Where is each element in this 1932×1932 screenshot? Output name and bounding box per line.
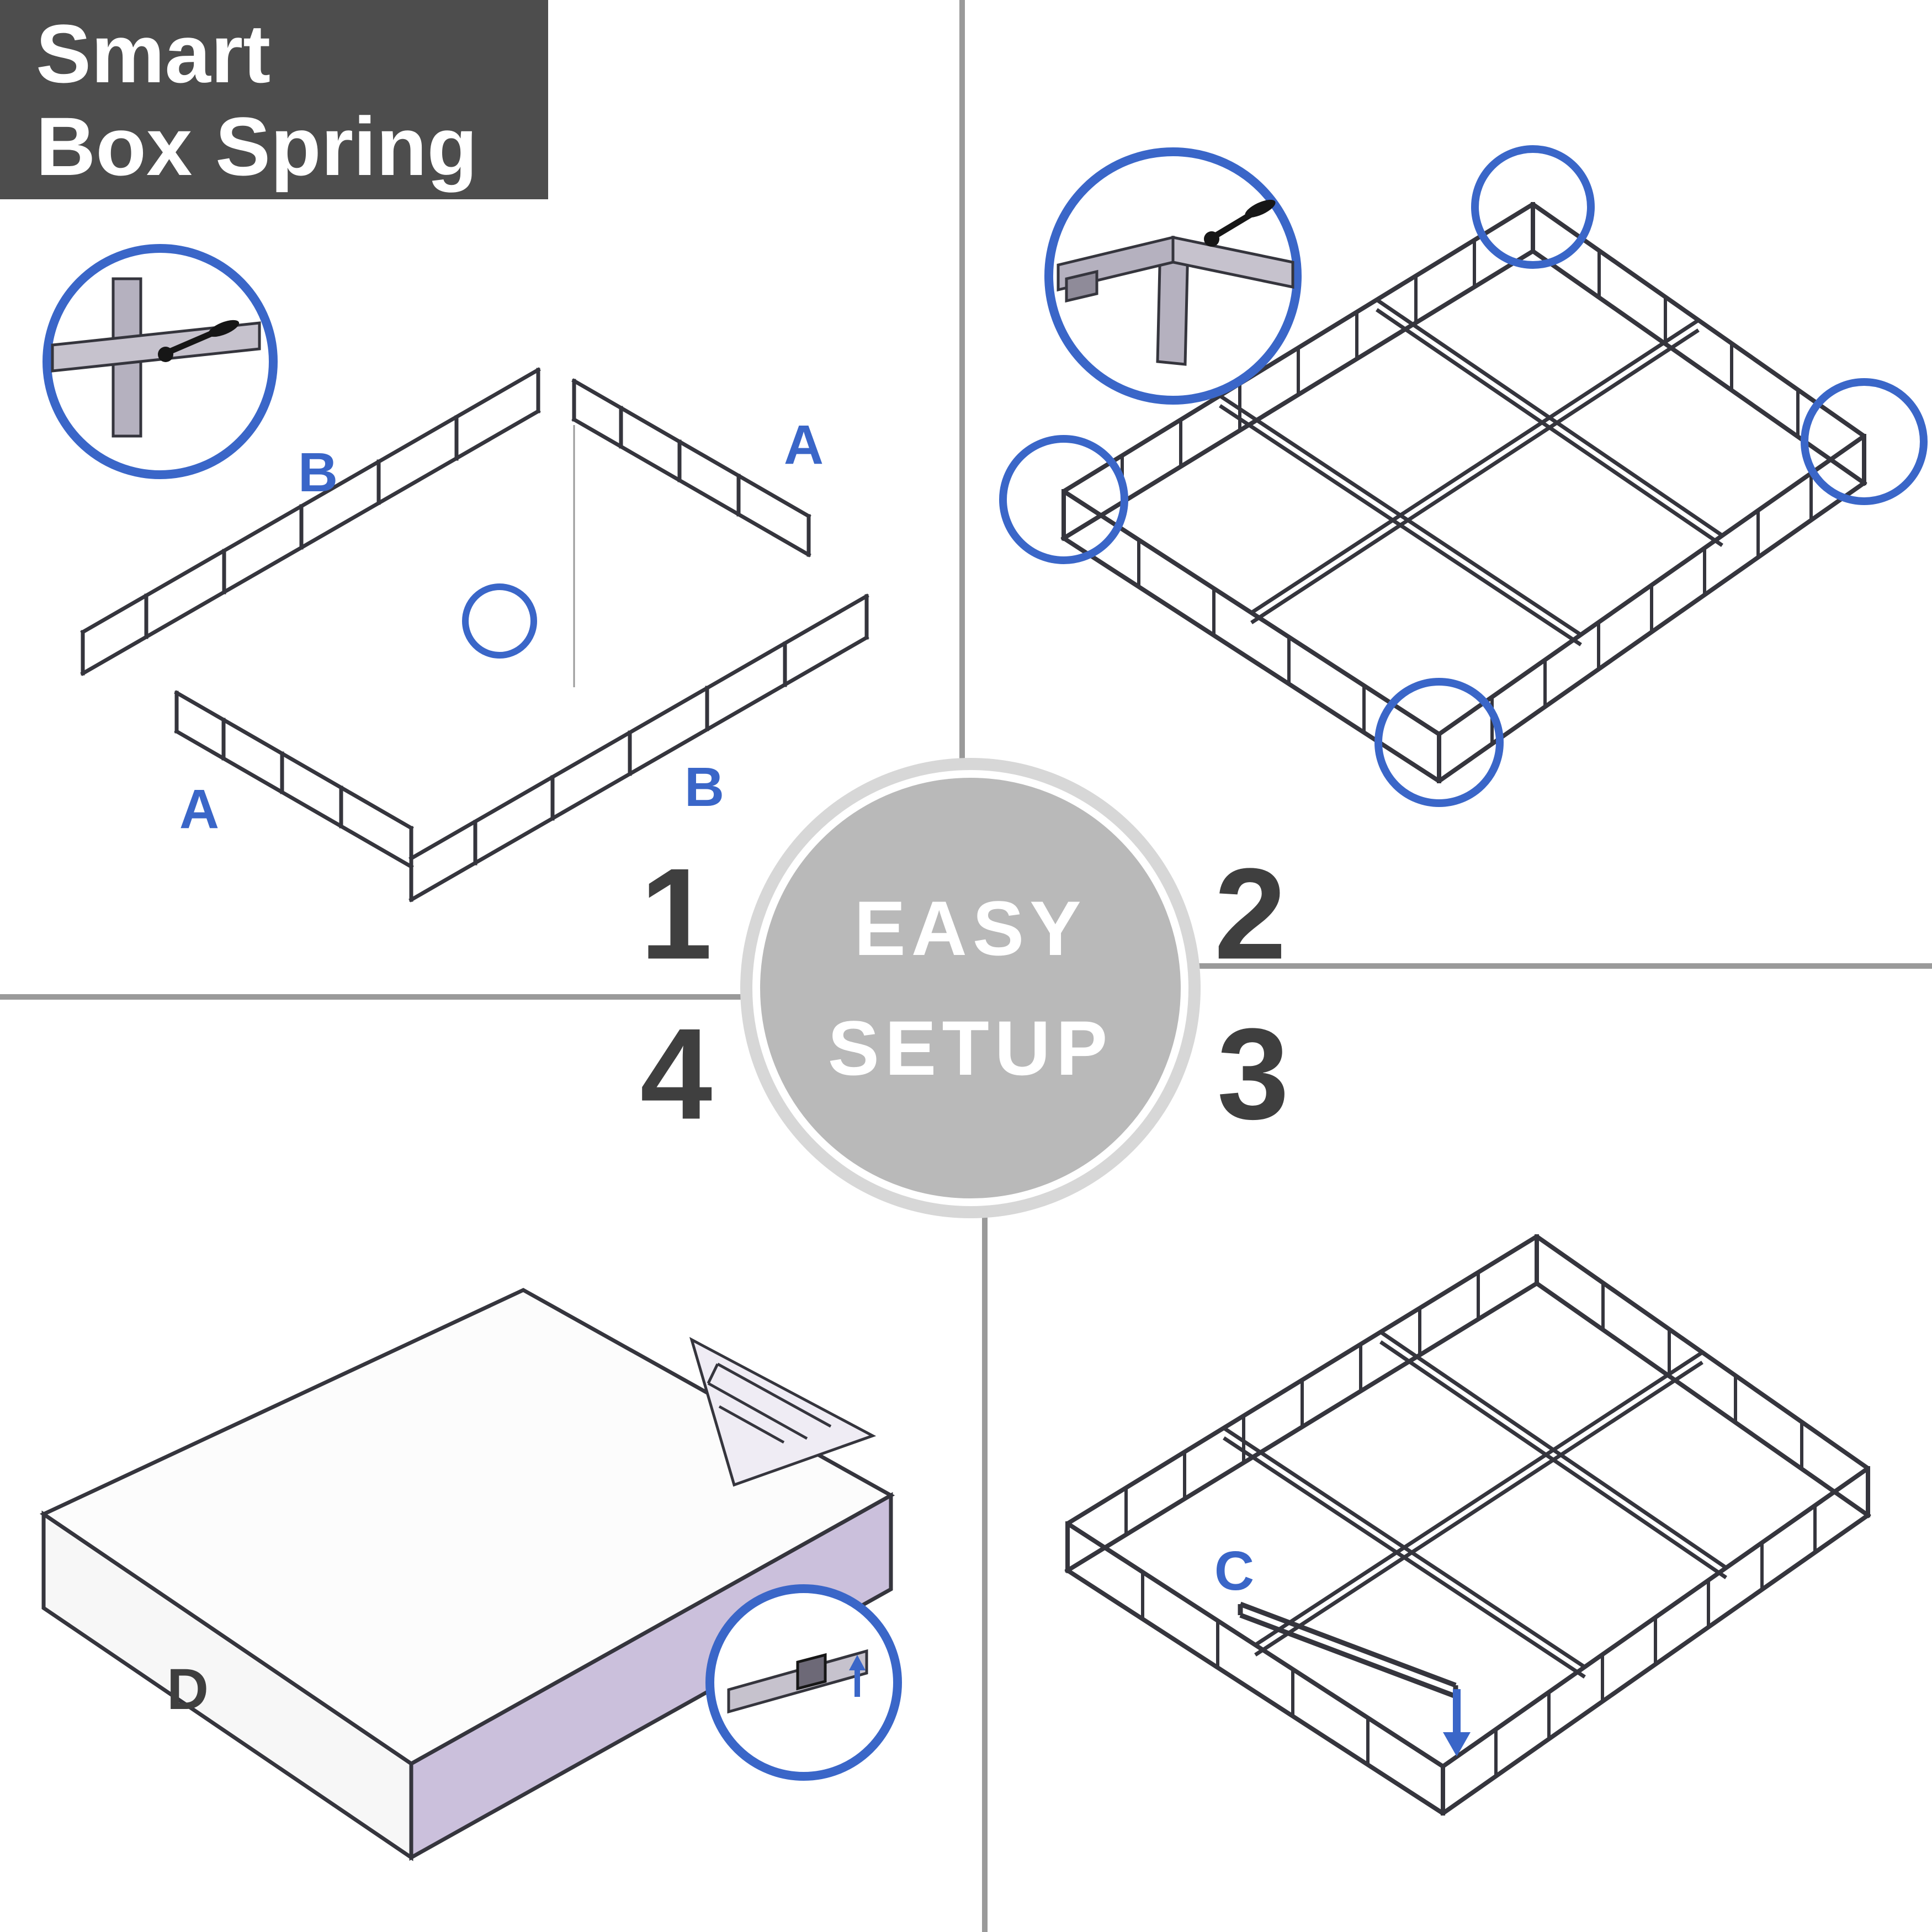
bolt-nut-icon [1204,231,1219,247]
magnifier-circle-icon [43,244,278,479]
frame-rungs [1124,1272,1817,1776]
bolt-nut-icon [158,347,173,362]
step-number-4: 4 [640,1001,713,1147]
wing-handle-icon [208,320,240,337]
part-a-rail-top [571,378,811,558]
frame-top-rim [1065,1234,1870,1769]
title-banner: Smart Box Spring [0,0,548,199]
divider-vertical-bottom [982,1148,988,1932]
step-number-1: 1 [640,841,713,986]
badge-line-1: EASY [854,884,1087,972]
divider-vertical-top [959,0,965,839]
corner-highlight-circle [999,435,1128,564]
part-label-a-bottom: A [179,778,219,840]
insert-arrowhead-icon [1443,1732,1471,1756]
corner-highlight-circle [1801,378,1928,505]
bolt-detail-magnifier [43,244,278,479]
corner-highlight-circle [1374,678,1504,807]
divider-horizontal-right [1115,963,1932,969]
badge-line-2: SETUP [827,1004,1113,1091]
crossbar-c [1238,1601,1458,1699]
part-label-b-top: B [298,442,338,503]
cover-cutaway [689,1337,877,1487]
step4-covered-boxspring-diagram: D [39,1288,902,1861]
frame-cross-rails [1223,1330,1727,1679]
step2-assembled-frame-diagram [999,145,1928,807]
easy-setup-badge: EASY SETUP [752,770,1188,1206]
bracket-tab-icon [1065,269,1098,303]
part-b-rail-top [80,367,541,676]
slot-arrowhead-icon [849,1655,866,1670]
slot-detail-magnifier [705,1584,902,1781]
part-label-c: C [1214,1540,1254,1602]
frame-center-rail [1254,1351,1703,1657]
cutaway-frame-lines [707,1362,832,1444]
step-number-2: 2 [1214,841,1287,986]
step3-crossbar-insert-diagram: C [1064,1234,1871,1816]
slot-cube-icon [796,1653,827,1691]
step-number-3: 3 [1217,1001,1289,1147]
step1-exploded-frame-diagram: B A A B [43,244,869,903]
part-label-b-bottom: B [684,756,724,818]
part-b-rail-bottom [408,593,869,903]
title-line-1: Smart [36,7,271,100]
title-line-2: Box Spring [36,99,478,193]
frame-bottom-rim [1064,1234,1871,1816]
frame-center-rail [1250,319,1700,624]
corner-highlight-circle [1471,145,1595,269]
wing-handle-icon [1245,199,1276,218]
joint-highlight-circle [462,583,537,659]
part-a-rail-bottom [174,690,414,869]
frame-cross-rails [1219,298,1723,646]
frame-bottom-rim [1060,202,1867,783]
divider-horizontal-left [0,994,839,1000]
part-label-a-top: A [784,414,824,476]
wingnut-detail-magnifier [1044,147,1302,405]
part-label-d: D [167,1657,209,1722]
